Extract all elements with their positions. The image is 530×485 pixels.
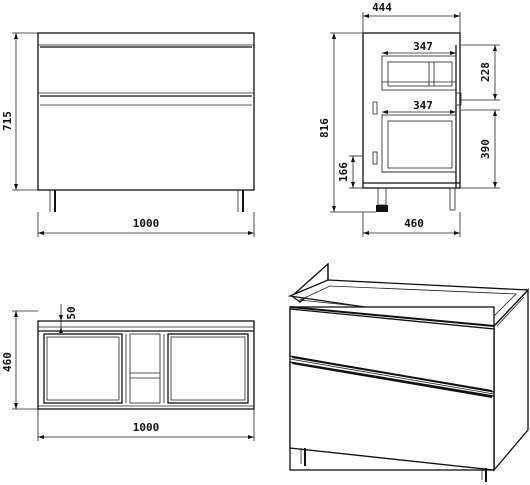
- side-inner-top-label: 347: [413, 40, 433, 53]
- side-top-arrow-left: [363, 14, 369, 18]
- side-front-tab-lower: [372, 151, 378, 165]
- side-inner-bottom-arrow-left: [382, 110, 388, 114]
- side-cabinet-body: [362, 32, 461, 189]
- side-leg-height-arrow-top: [351, 156, 355, 162]
- side-bottom-depth-label: 460: [404, 217, 424, 230]
- plan-right-drawer: [167, 333, 249, 404]
- plan-view: 50 460 1000: [1, 304, 255, 441]
- side-inner-top-arrow-left: [382, 51, 388, 55]
- side-leg: [377, 187, 387, 206]
- front-width-arrow-left: [38, 231, 44, 235]
- side-front-tab-upper: [372, 101, 378, 115]
- front-cabinet-body: [37, 32, 255, 191]
- front-width-arrow-right: [248, 231, 254, 235]
- plan-offset-arrow-top: [59, 315, 63, 321]
- front-width-label: 1000: [133, 217, 160, 230]
- side-total-height-arrow-bottom: [332, 206, 336, 212]
- plan-depth-arrow-bottom: [14, 403, 18, 409]
- side-bottom-arrow-right: [454, 231, 460, 235]
- side-right-lower-arrow-bottom: [493, 182, 497, 188]
- side-leg-height-arrow-bottom: [351, 182, 355, 188]
- front-height-arrow-bottom: [14, 184, 18, 190]
- plan-depth-arrow-top: [14, 311, 18, 317]
- side-total-height-label: 816: [318, 118, 331, 138]
- perspective-view: [287, 262, 530, 482]
- plan-width-arrow-left: [38, 435, 44, 439]
- plan-width-label: 1000: [133, 421, 160, 434]
- side-inner-top-arrow-right: [450, 51, 456, 55]
- front-height-arrow-top: [14, 33, 18, 39]
- front-view: 715 1000: [1, 32, 255, 237]
- side-right-lower-arrow-top: [493, 110, 497, 116]
- side-top-arrow-right: [454, 14, 460, 18]
- side-view: 444 347 347 228 390 816: [318, 1, 500, 237]
- persp-gap-line: [289, 358, 495, 395]
- side-bottom-arrow-left: [363, 231, 369, 235]
- side-right-lower-label: 390: [479, 139, 492, 159]
- side-top-width-label: 444: [372, 1, 392, 14]
- side-inner-bottom-label: 347: [413, 99, 433, 112]
- persp-upper-drawer-handle: [291, 356, 493, 392]
- side-right-upper-arrow-top: [493, 45, 497, 51]
- side-leg-back: [449, 187, 456, 211]
- side-lower-drawer: [381, 114, 457, 173]
- plan-left-drawer: [43, 333, 123, 404]
- plan-width-arrow-right: [248, 435, 254, 439]
- plan-center-compartment: [129, 333, 161, 404]
- side-upper-drawer: [381, 55, 457, 91]
- plan-left-drawer-inner: [46, 336, 120, 401]
- side-leg-height-label: 166: [337, 162, 350, 182]
- side-upper-drawer-box: [387, 61, 453, 87]
- persp-drawer-top-edge: [289, 306, 495, 327]
- side-inner-bottom-arrow-right: [450, 110, 456, 114]
- persp-lower-drawer-handle: [291, 362, 493, 398]
- persp-upper-drawer: [289, 308, 495, 393]
- plan-offset-label: 50: [65, 306, 78, 319]
- plan-right-drawer-inner: [170, 336, 246, 401]
- side-total-height-arrow-top: [332, 33, 336, 39]
- plan-outline: [37, 320, 255, 410]
- side-lower-drawer-box: [387, 120, 453, 169]
- plan-depth-label: 460: [1, 352, 14, 372]
- side-front-tab-right: [455, 92, 462, 106]
- front-height-label: 715: [1, 111, 14, 131]
- persp-right-side-inner: [496, 296, 525, 327]
- plan-offset-arrow-bottom: [59, 327, 63, 333]
- side-leg-foot: [376, 205, 388, 212]
- side-right-upper-label: 228: [479, 62, 492, 82]
- side-right-upper-arrow-bottom: [493, 94, 497, 100]
